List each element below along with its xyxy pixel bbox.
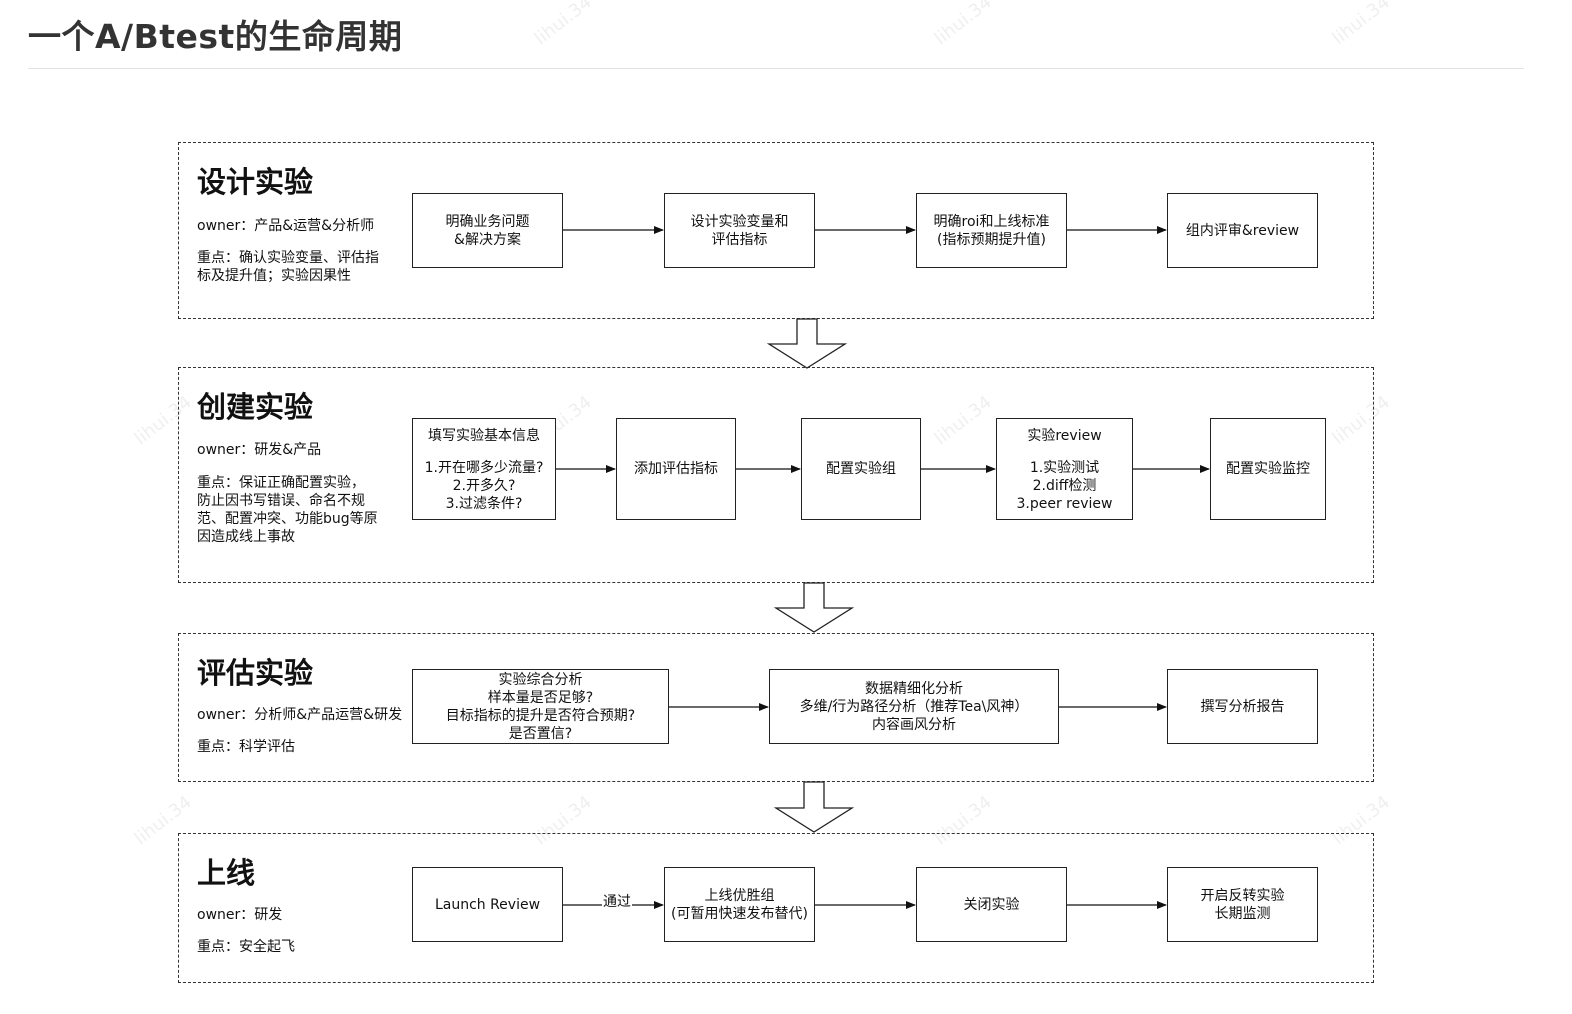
watermark: lihui.34 bbox=[1328, 0, 1394, 50]
stage-create: 创建实验 owner：研发&产品 重点：保证正确配置实验， 防止因书写错误、命名… bbox=[178, 367, 1374, 583]
stage-title: 上线 bbox=[197, 856, 256, 890]
stage-title: 设计实验 bbox=[197, 165, 314, 199]
flow-box: 上线优胜组 (可暂用快速发布替代) bbox=[664, 867, 815, 942]
flow-box: 配置实验监控 bbox=[1210, 418, 1326, 520]
title-divider bbox=[28, 68, 1524, 69]
flow-box: 数据精细化分析 多维/行为路径分析（推荐Tea\风神） 内容画风分析 bbox=[769, 669, 1059, 744]
box-body: 1.实验测试 2.diff检测 3.peer review bbox=[1016, 460, 1113, 512]
flow-box-basic-info: 填写实验基本信息 1.开在哪多少流量? 2.开多久? 3.过滤条件? bbox=[412, 418, 556, 520]
stage-focus: 重点：确认实验变量、评估指 标及提升值；实验因果性 bbox=[197, 250, 379, 284]
box-title: 填写实验基本信息 bbox=[428, 428, 540, 444]
flow-box: Launch Review bbox=[412, 867, 563, 942]
flow-box: 关闭实验 bbox=[916, 867, 1067, 942]
watermark: lihui.34 bbox=[530, 0, 596, 50]
stage-owner: owner：研发 bbox=[197, 907, 283, 923]
stage-launch: 上线 owner：研发 重点：安全起飞 bbox=[178, 833, 1374, 983]
stage-owner: owner：产品&运营&分析师 bbox=[197, 218, 375, 234]
flow-box: 实验综合分析 样本量是否足够? 目标指标的提升是否符合预期? 是否置信? bbox=[412, 669, 669, 744]
box-title: 实验review bbox=[1027, 428, 1102, 444]
stage-transition-arrow bbox=[773, 781, 855, 833]
stage-owner: owner：分析师&产品运营&研发 bbox=[197, 707, 403, 723]
page-title: 一个A/Btest的生命周期 bbox=[28, 17, 403, 56]
stage-transition-arrow bbox=[766, 318, 848, 369]
stage-title: 评估实验 bbox=[197, 656, 314, 690]
watermark: lihui.34 bbox=[930, 0, 996, 50]
stage-focus: 重点：科学评估 bbox=[197, 739, 295, 755]
flow-box: 明确业务问题 &解决方案 bbox=[412, 193, 563, 268]
flow-box-review: 实验review 1.实验测试 2.diff检测 3.peer review bbox=[996, 418, 1133, 520]
stage-owner: owner：研发&产品 bbox=[197, 442, 322, 458]
flow-box: 设计实验变量和 评估指标 bbox=[664, 193, 815, 268]
stage-transition-arrow bbox=[773, 582, 855, 633]
stage-title: 创建实验 bbox=[197, 390, 314, 424]
flow-box: 组内评审&review bbox=[1167, 193, 1318, 268]
stage-focus: 重点：安全起飞 bbox=[197, 939, 295, 955]
flow-box: 添加评估指标 bbox=[616, 418, 736, 520]
edge-label-pass: 通过 bbox=[602, 894, 632, 910]
box-body: 1.开在哪多少流量? 2.开多久? 3.过滤条件? bbox=[424, 460, 544, 512]
flow-box: 撰写分析报告 bbox=[1167, 669, 1318, 744]
flow-box: 配置实验组 bbox=[801, 418, 921, 520]
flow-box: 开启反转实验 长期监测 bbox=[1167, 867, 1318, 942]
stage-focus: 重点：保证正确配置实验， 防止因书写错误、命名不规 范、配置冲突、功能bug等原… bbox=[197, 475, 378, 545]
flow-box: 明确roi和上线标准 (指标预期提升值) bbox=[916, 193, 1067, 268]
